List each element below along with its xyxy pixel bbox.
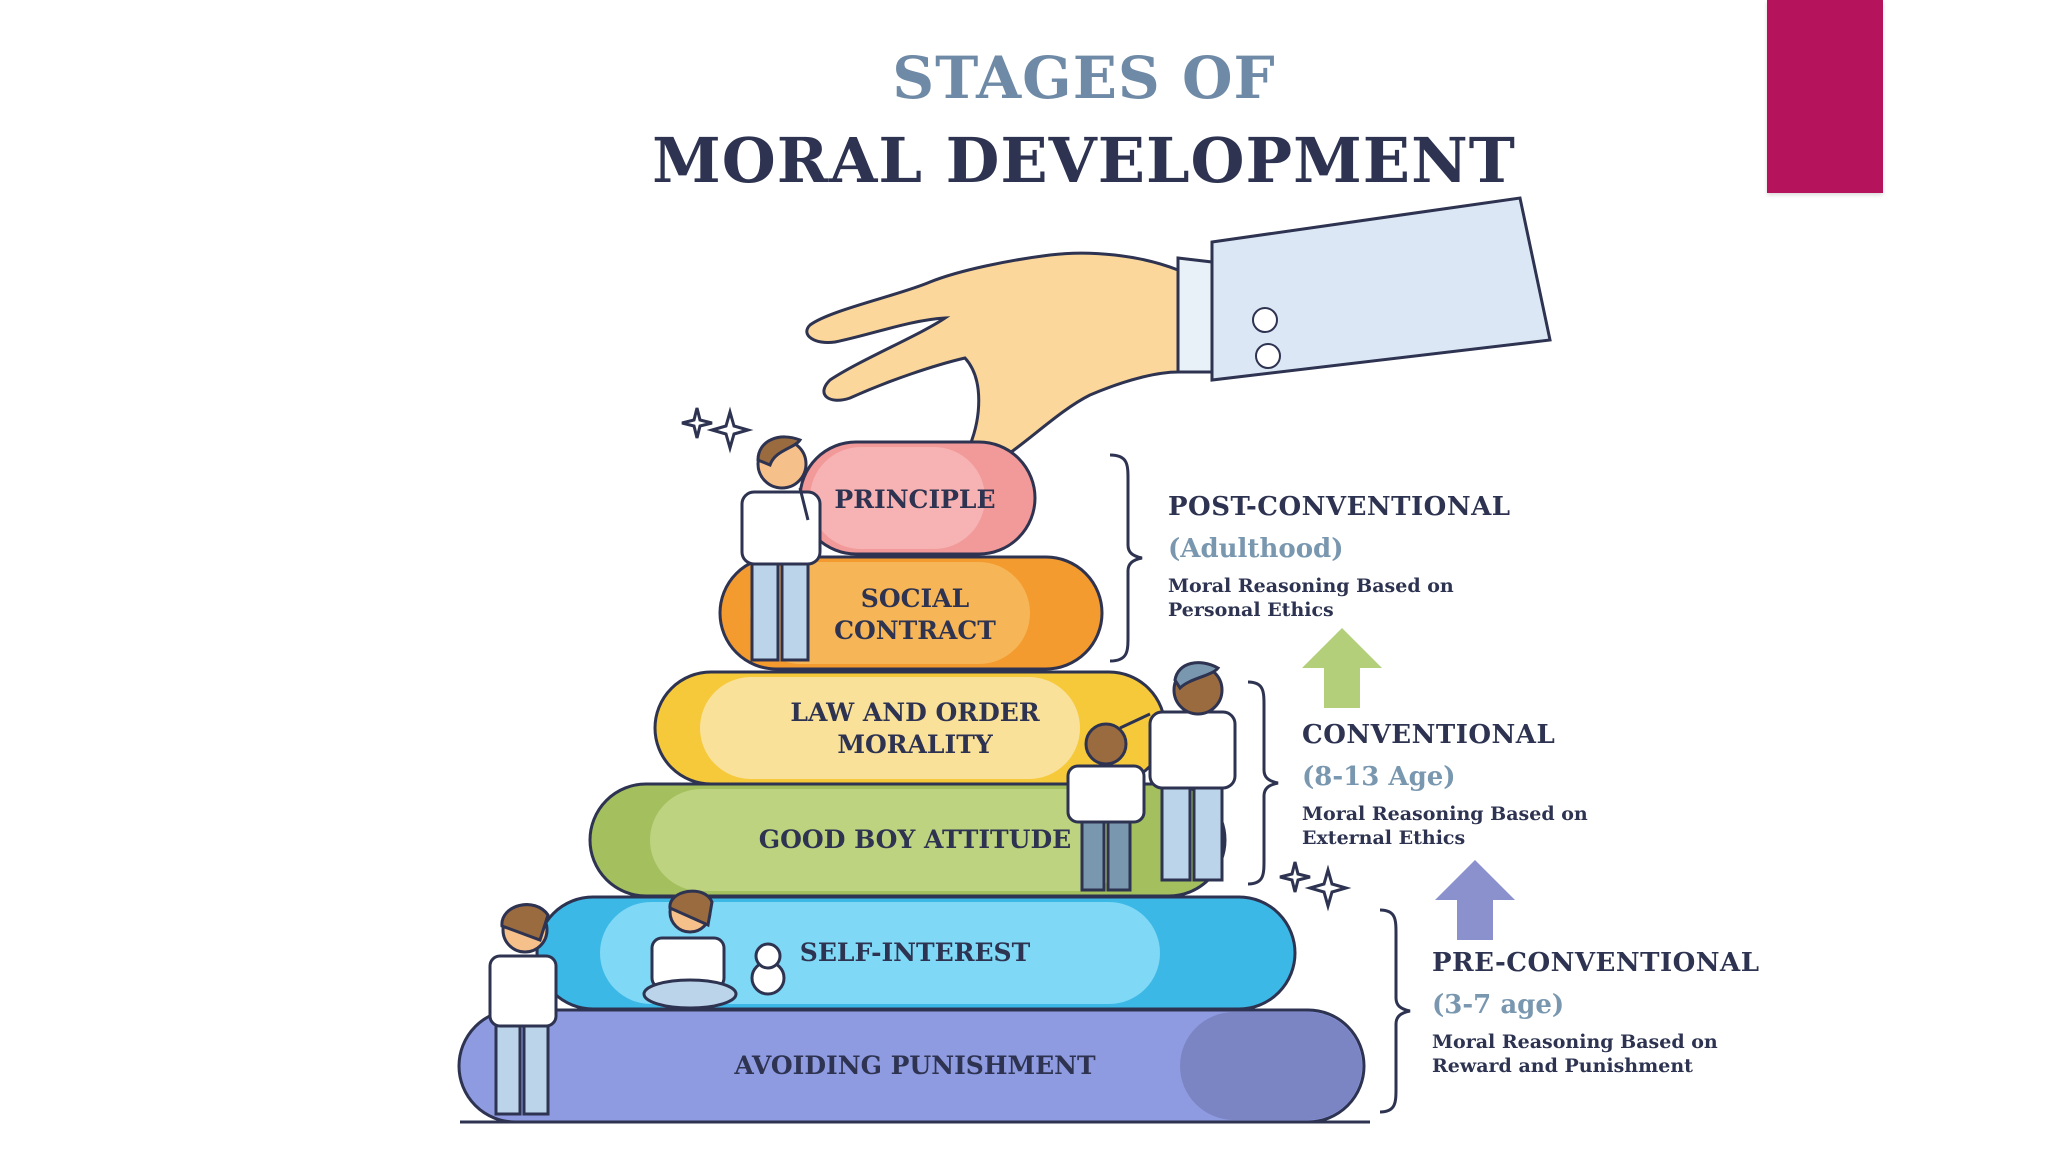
bracket-pre-conventional [1379, 908, 1411, 1114]
arrow-up-icon [1302, 628, 1382, 708]
level-age: (8-13 Age) [1302, 762, 1456, 792]
accent-tab [1767, 0, 1883, 193]
level-conventional: CONVENTIONAL (8-13 Age) Moral Reasoning … [1302, 720, 1602, 850]
step-label-self-interest: SELF-INTEREST [799, 938, 1031, 967]
step-label-law-order: LAW AND ORDER MORALITY [790, 698, 1040, 759]
adult-and-child-icon [1066, 661, 1237, 892]
level-age: (3-7 age) [1432, 990, 1565, 1020]
children-playing-icon [488, 889, 786, 1116]
title-line-1: STAGES OF [892, 44, 1276, 112]
arrow-up-icon [1435, 860, 1515, 940]
level-description: Moral Reasoning Based on External Ethics [1302, 803, 1588, 849]
hand-icon [805, 196, 1552, 466]
person-thinking-icon [740, 435, 822, 662]
bracket-post-conventional [1109, 453, 1143, 663]
level-title: CONVENTIONAL [1302, 720, 1556, 750]
step-label-good-boy: GOOD BOY ATTITUDE [758, 825, 1072, 854]
step-label-principle: PRINCIPLE [834, 485, 996, 514]
step-label-social-contract: SOCIAL CONTRACT [834, 584, 996, 645]
level-description: Moral Reasoning Based on Reward and Puni… [1432, 1031, 1718, 1077]
level-title: PRE-CONVENTIONAL [1432, 948, 1760, 978]
level-brackets [1109, 453, 1411, 1114]
level-post-conventional: POST-CONVENTIONAL (Adulthood) Moral Reas… [1168, 492, 1511, 622]
step-shapes [457, 440, 1370, 1124]
bracket-conventional [1247, 680, 1279, 886]
step-label-avoiding-punishment: AVOIDING PUNISHMENT [734, 1051, 1096, 1080]
level-pre-conventional: PRE-CONVENTIONAL (3-7 age) Moral Reasoni… [1432, 948, 1760, 1078]
level-title: POST-CONVENTIONAL [1168, 492, 1511, 522]
title-line-2: MORAL DEVELOPMENT [652, 124, 1516, 197]
level-description: Moral Reasoning Based on Personal Ethics [1168, 575, 1454, 621]
level-age: (Adulthood) [1168, 534, 1344, 564]
